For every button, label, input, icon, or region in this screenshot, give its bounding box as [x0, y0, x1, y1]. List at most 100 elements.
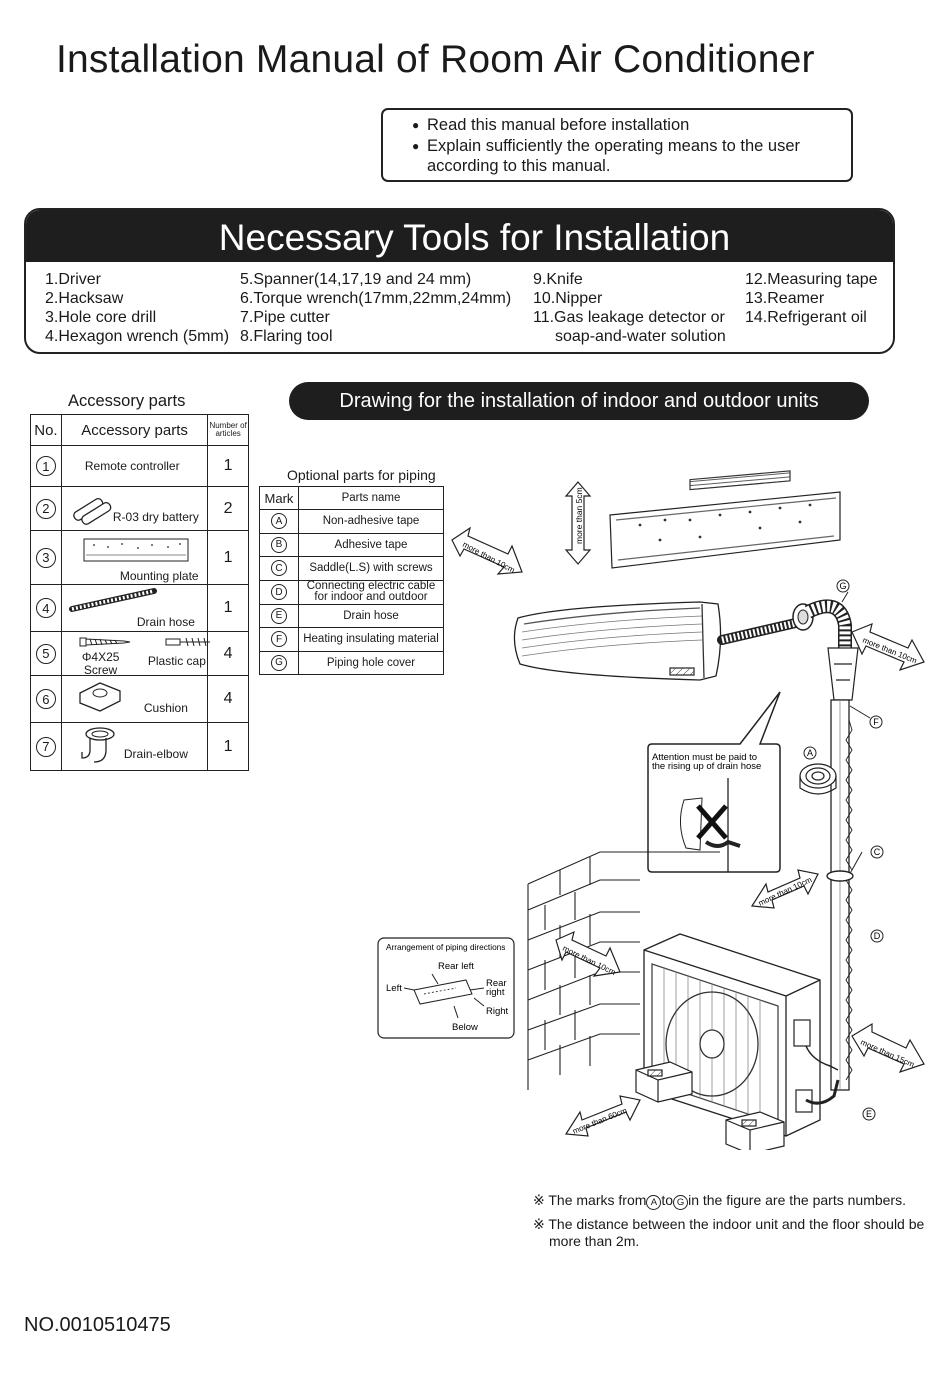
accessory-count: 4: [207, 675, 249, 723]
tool-item: 6.Torque wrench(17mm,22mm,24mm): [240, 290, 512, 307]
tool-item: 9.Knife: [533, 271, 583, 288]
part-marks: G F A C D E: [803, 579, 884, 1121]
clearance-arrow-5cm: [564, 481, 592, 565]
tool-item: 10.Nipper: [533, 290, 603, 307]
direction-below: Below: [452, 1022, 478, 1033]
row-number: 6: [35, 689, 56, 709]
direction-right-word: right: [486, 987, 505, 998]
pipe-to-wall: [717, 599, 852, 700]
accessory-name-screw: Screw: [83, 663, 118, 677]
mark-e: E: [866, 1109, 872, 1119]
tool-item: 1.Driver: [45, 271, 102, 288]
page-title: Installation Manual of Room Air Conditio…: [56, 38, 815, 81]
outdoor-unit-cushions: [635, 1061, 785, 1150]
tool-item: 8.Flaring tool: [240, 328, 333, 345]
header-mark: Mark: [259, 486, 299, 510]
part-name: Drain hose: [298, 603, 444, 628]
necessary-tools-box: Necessary Tools for Installation 1.Drive…: [24, 208, 895, 354]
tools-column-4: 12.Measuring tape 13.Reamer 14.Refrigera…: [745, 270, 878, 327]
accessory-parts-table: No. Accessory parts Number of articles 1…: [30, 414, 249, 771]
mark-g-inline: G: [673, 1195, 689, 1210]
direction-right: Right: [486, 1006, 509, 1017]
tool-item: 5.Spanner(14,17,19 and 24 mm): [240, 271, 472, 288]
pipe-support: [827, 647, 859, 701]
footnote-to: to: [661, 1192, 674, 1208]
part-name: Saddle(L.S) with screws: [298, 556, 444, 581]
document-number: NO.0010510475: [24, 1314, 171, 1336]
mounting-plate-icon: [83, 538, 189, 562]
accessory-name: Drain-elbow: [123, 747, 188, 761]
accessory-name-plastic-cap: Plastic cap: [147, 654, 206, 668]
mark-letter: E: [271, 607, 287, 624]
accessory-count: 1: [207, 445, 249, 487]
mark-d: D: [874, 931, 881, 941]
accessory-count: 1: [207, 722, 249, 771]
direction-rear: Rear: [486, 978, 507, 989]
mark-letter: A: [271, 513, 287, 530]
clearance-arrow-outdoor-top: [750, 869, 819, 909]
cushion-icon: [79, 682, 121, 712]
mark-letter: F: [271, 631, 287, 648]
arrangement-title: Arrangement of piping directions: [386, 942, 505, 952]
necessary-tools-heading: Necessary Tools for Installation: [26, 210, 893, 262]
row-number: 1: [35, 456, 56, 476]
clearance-arrow-outdoor-front: [564, 1095, 641, 1137]
direction-rear-left: Rear left: [438, 961, 474, 972]
tool-item: 7.Pipe cutter: [240, 309, 330, 326]
part-name: Non-adhesive tape: [298, 509, 444, 534]
tool-item: 14.Refrigerant oil: [745, 309, 867, 326]
mark-letter: C: [271, 560, 287, 577]
accessory-count: 1: [207, 530, 249, 585]
optional-parts-caption: Optional parts for piping: [287, 467, 436, 483]
vertical-piping: [826, 699, 854, 1091]
footnote-text: The marks from: [548, 1192, 647, 1208]
tool-item: soap-and-water solution: [555, 328, 726, 345]
attention-callout: Attention must be paid to the rising up …: [647, 691, 781, 873]
tool-item: 3.Hole core drill: [45, 309, 157, 326]
non-adhesive-tape-roll: [799, 763, 837, 795]
row-number: 4: [35, 598, 56, 618]
tool-item: 11.Gas leakage detector or: [533, 309, 725, 326]
mark-f: F: [873, 717, 879, 727]
part-name: Heating insulating material: [298, 627, 444, 652]
clearance-arrow-outdoor-back: [555, 930, 621, 977]
tools-column-1: 1.Driver 2.Hacksaw 3.Hole core drill 4.H…: [45, 270, 229, 346]
drain-elbow-icon: [81, 727, 115, 763]
header-no: No.: [30, 414, 62, 446]
brick-wall: [527, 851, 720, 1090]
accessory-name: Φ4X25: [81, 650, 120, 664]
note-explain-operation: Explain sufficiently the operating means…: [412, 136, 851, 157]
accessory-name: R-03 dry battery: [112, 510, 199, 524]
clearance-arrow-right: [851, 623, 925, 672]
accessory-count: 1: [207, 584, 249, 632]
mounting-plate: [609, 470, 841, 569]
tool-item: 13.Reamer: [745, 290, 825, 307]
drain-hose-icon: [68, 588, 157, 612]
screw-and-plastic-cap-icon: [79, 637, 210, 647]
accessory-name: Remote controller: [84, 459, 180, 473]
footnote-mark: ※: [533, 1192, 545, 1208]
mark-letter: D: [271, 584, 287, 600]
drawing-banner: Drawing for the installation of indoor a…: [289, 382, 869, 420]
mark-a: A: [807, 748, 813, 758]
installation-drawing: more than 5cm more than 10cm: [377, 470, 925, 1150]
header-accessory-parts: Accessory parts: [60, 414, 209, 446]
tools-column-2: 5.Spanner(14,17,19 and 24 mm) 6.Torque w…: [240, 270, 511, 346]
accessory-name: Drain hose: [136, 615, 195, 629]
header-parts-name: Parts name: [298, 486, 444, 510]
row-number: 7: [35, 736, 56, 757]
accessory-name: Cushion: [143, 701, 188, 715]
accessory-name: Mounting plate: [119, 569, 199, 583]
row-number: 5: [35, 643, 56, 664]
footnote-text-end: in the figure are the parts numbers.: [688, 1192, 906, 1208]
accessory-parts-caption: Accessory parts: [68, 392, 186, 410]
row-number: 3: [35, 547, 56, 568]
mark-g: G: [839, 581, 846, 591]
tool-item: 12.Measuring tape: [745, 271, 878, 288]
mark-c: C: [874, 847, 881, 857]
tool-item: 2.Hacksaw: [45, 290, 124, 307]
reading-notes-box: Read this manual before installation Exp…: [381, 108, 853, 182]
note-read-manual: Read this manual before installation: [412, 115, 851, 136]
